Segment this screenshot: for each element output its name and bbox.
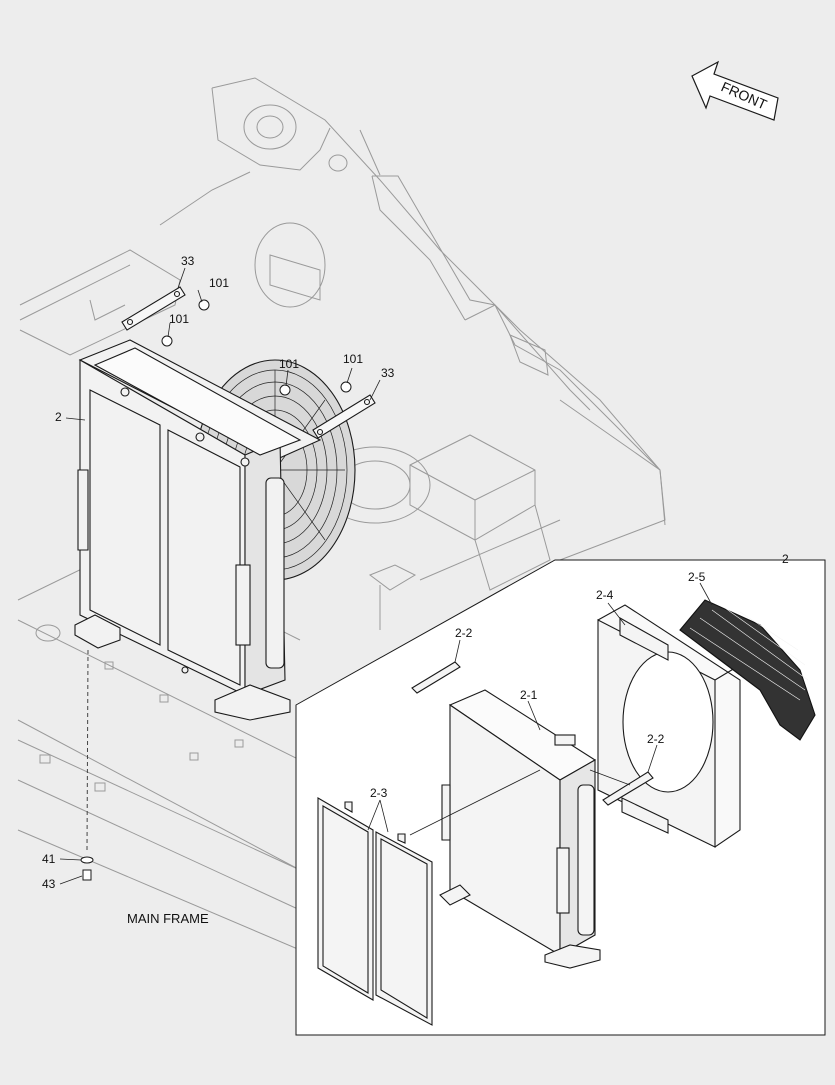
bolt-101-b xyxy=(161,335,173,347)
main-frame-label: MAIN FRAME xyxy=(127,911,209,926)
washer-41 xyxy=(80,856,94,864)
bracket-right xyxy=(312,394,376,439)
callout-2-2-lower: 2-2 xyxy=(647,732,665,746)
callout-2: 2 xyxy=(55,410,62,424)
callout-101-b: 101 xyxy=(169,312,190,326)
callout-41: 41 xyxy=(42,852,56,866)
callout-101-a: 101 xyxy=(209,276,230,290)
screens xyxy=(317,797,433,1026)
callout-33-left: 33 xyxy=(181,254,195,268)
fan-guard xyxy=(679,599,816,741)
callout-2-5: 2-5 xyxy=(688,570,706,584)
bottom-fasteners xyxy=(80,649,94,881)
callout-43: 43 xyxy=(42,877,56,891)
callout-2-2-upper: 2-2 xyxy=(455,626,473,640)
shroud xyxy=(597,604,741,848)
callout-2-detail: 2 xyxy=(782,552,789,566)
bolt-101-c xyxy=(279,384,291,396)
exploded-view xyxy=(317,599,816,1026)
radiator-core xyxy=(439,689,601,969)
bracket-left xyxy=(121,286,186,331)
stay-upper xyxy=(411,661,461,694)
leader-lines-detail xyxy=(367,582,713,836)
callout-33-right: 33 xyxy=(381,366,395,380)
leader-lines-left xyxy=(59,267,381,885)
stay-lower xyxy=(602,771,654,806)
bolts xyxy=(161,299,352,396)
bolt-101-a xyxy=(198,299,210,311)
front-arrow: FRONT xyxy=(691,60,779,121)
bolt-43 xyxy=(82,869,92,881)
callout-2-3: 2-3 xyxy=(370,786,388,800)
brackets xyxy=(121,286,376,439)
radiator-assembly xyxy=(74,339,356,721)
callout-101-d: 101 xyxy=(343,352,364,366)
callout-2-1: 2-1 xyxy=(520,688,538,702)
bolt-101-d xyxy=(340,381,352,393)
callout-101-c: 101 xyxy=(279,357,300,371)
callout-2-4: 2-4 xyxy=(596,588,614,602)
